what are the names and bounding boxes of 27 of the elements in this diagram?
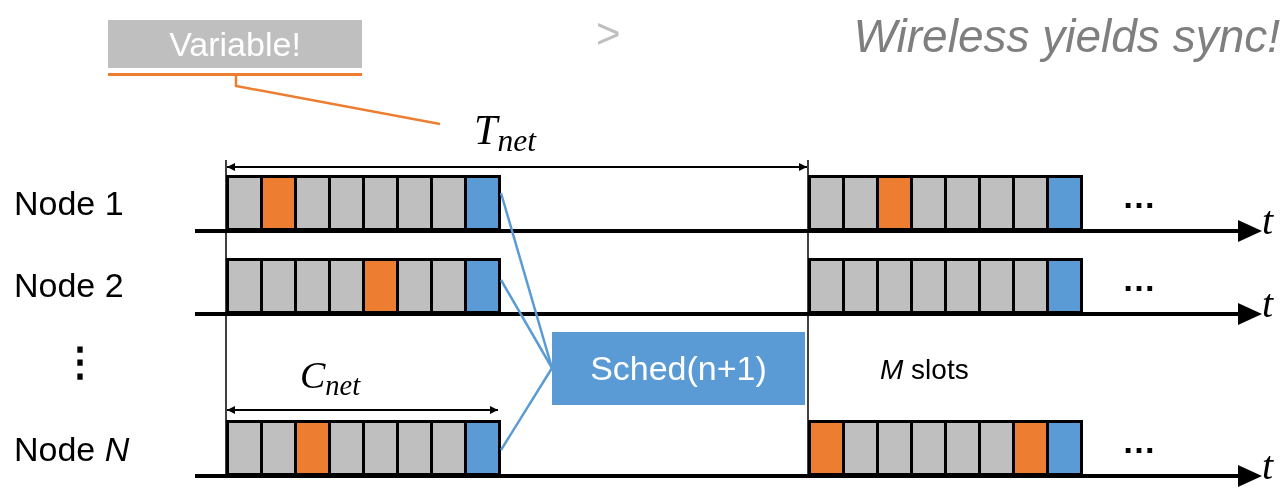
schedule-box: Sched(n+1) — [552, 332, 805, 405]
row-label: Node N — [14, 429, 131, 470]
time-slot — [464, 175, 501, 231]
connector-line — [499, 279, 554, 369]
ellipsis: … — [1122, 176, 1157, 217]
axis-label: t — [1262, 442, 1275, 490]
time-slot — [464, 420, 501, 476]
time-slot — [1046, 175, 1083, 231]
connector-line — [499, 192, 554, 369]
callout-box: Variable! — [108, 20, 362, 76]
axis-label: t — [1262, 280, 1275, 328]
row-label: Node 1 — [14, 183, 125, 224]
slot-count-label: M slots — [880, 353, 970, 387]
vertical-ellipsis: ⋮ — [60, 338, 100, 385]
connector-line — [499, 367, 554, 451]
leader-line — [234, 76, 441, 126]
separator-glyph: > — [596, 9, 622, 59]
time-slot — [464, 258, 501, 314]
dimension-label: C$_{net}$ — [300, 353, 362, 400]
ellipsis: … — [1122, 259, 1157, 300]
title: Wireless yields sync! — [852, 9, 1280, 64]
ellipsis: … — [1122, 421, 1157, 462]
time-slot — [1046, 258, 1083, 314]
axis-label: t — [1262, 197, 1275, 245]
dimension-label: T$_{net}$ — [440, 100, 570, 160]
row-label: Node 2 — [14, 265, 125, 306]
time-slot — [1046, 420, 1083, 476]
